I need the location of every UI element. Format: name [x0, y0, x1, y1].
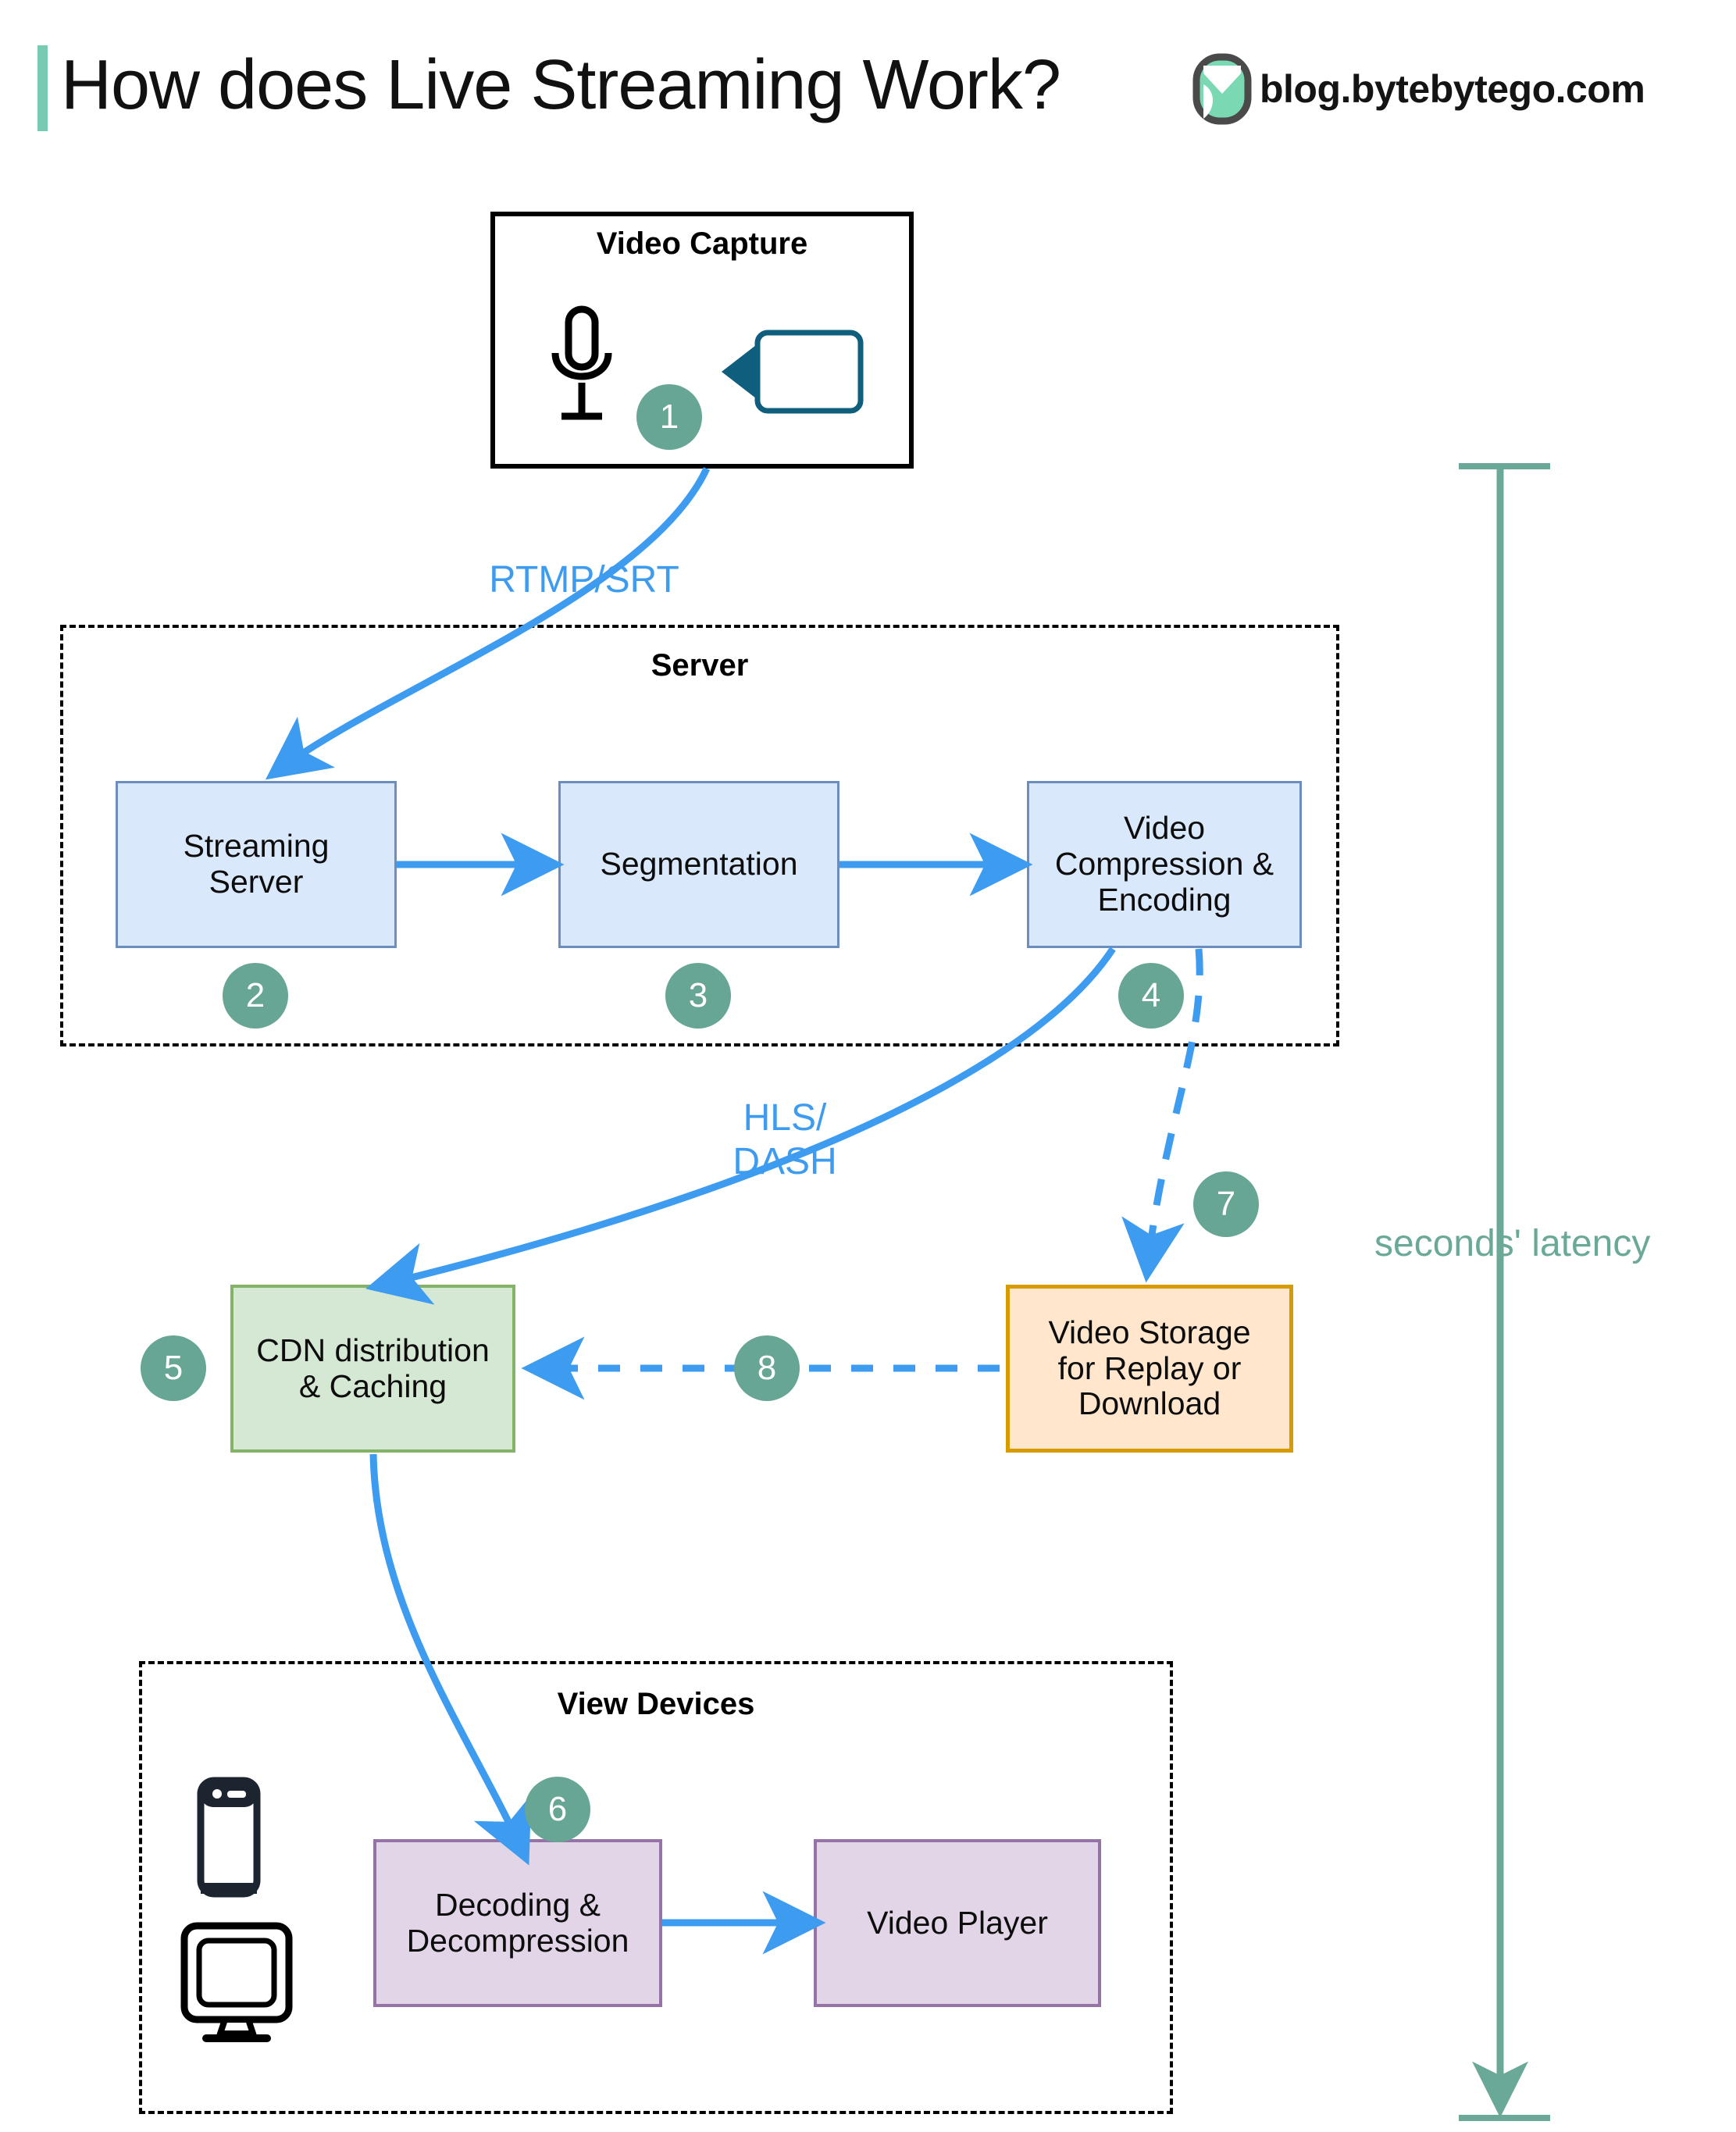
edge-label-hls-dash: HLS/ DASH — [733, 1097, 837, 1182]
badge-4: 4 — [1118, 963, 1184, 1029]
badge-3: 3 — [665, 963, 731, 1029]
badge-1: 1 — [636, 384, 702, 450]
node-streaming-server[interactable]: Streaming Server — [116, 781, 397, 948]
node-segmentation[interactable]: Segmentation — [558, 781, 839, 948]
title-accent-bar — [37, 45, 48, 131]
latency-label: seconds' latency — [1374, 1223, 1651, 1264]
badge-5: 5 — [141, 1335, 206, 1401]
badge-7: 7 — [1193, 1171, 1259, 1237]
node-video-storage[interactable]: Video Storage for Replay or Download — [1006, 1285, 1293, 1453]
video-capture-label: Video Capture — [596, 226, 808, 261]
node-cdn-distribution[interactable]: CDN distribution & Caching — [230, 1285, 515, 1453]
badge-2: 2 — [223, 963, 288, 1029]
brand-text: blog.bytebytego.com — [1260, 67, 1645, 111]
server-label: Server — [651, 648, 749, 683]
node-video-compression[interactable]: Video Compression & Encoding — [1027, 781, 1302, 948]
node-video-player[interactable]: Video Player — [814, 1839, 1101, 2007]
brand-watermark: blog.bytebytego.com — [1192, 53, 1645, 125]
page-title: How does Live Streaming Work? — [61, 46, 1061, 124]
latency-bracket — [1459, 463, 1550, 2121]
badge-8: 8 — [734, 1335, 800, 1401]
video-camera-icon — [722, 330, 864, 414]
bytebytego-owl-logo-icon — [1192, 53, 1252, 125]
view-devices-container — [139, 1661, 1173, 2114]
desktop-monitor-icon — [180, 1922, 293, 2042]
badge-6: 6 — [525, 1777, 590, 1842]
edge-label-rtmp-srt: RTMP/SRT — [489, 559, 679, 601]
page-header: How does Live Streaming Work? blog.byteb… — [0, 0, 1736, 148]
view-devices-label: View Devices — [557, 1687, 755, 1721]
microphone-icon — [551, 305, 612, 420]
node-decoding[interactable]: Decoding & Decompression — [373, 1839, 662, 2007]
smartphone-icon — [197, 1777, 261, 1898]
